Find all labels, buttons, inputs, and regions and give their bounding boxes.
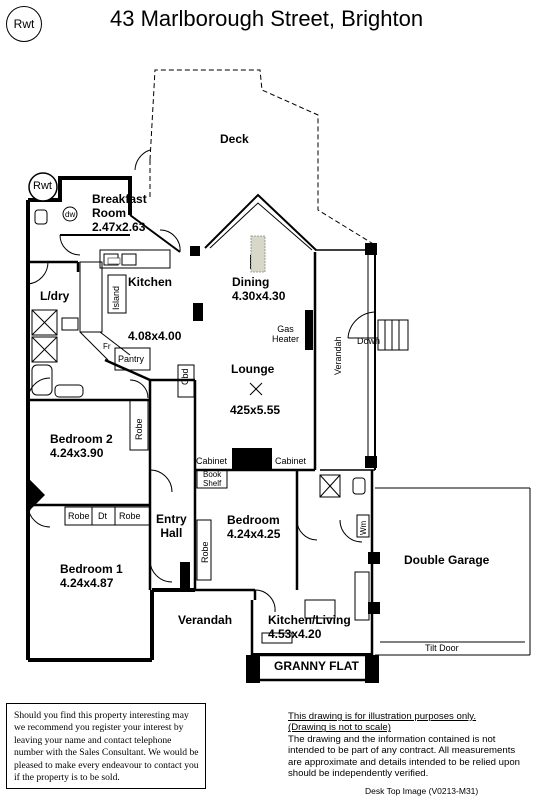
bedroom2-label: Bedroom 2 [50, 432, 113, 446]
breakfast-dims: 2.47x2.63 [92, 219, 146, 234]
bedroom1-dims: 4.24x4.87 [60, 576, 114, 590]
lounge-dims: 425x5.55 [230, 403, 281, 417]
kitchen-island [107, 274, 127, 314]
gas-heater-1: Gas [277, 324, 294, 334]
bed1-robe-strip [64, 506, 151, 526]
bath [31, 364, 53, 396]
entry-hall-1: Entry [156, 512, 187, 526]
bed1-robe-a-label: Robe [68, 511, 90, 521]
kitchen-living-label: Kitchen/Living [268, 613, 351, 627]
disclaimer: This drawing is for illustration purpose… [288, 711, 526, 779]
cabinet-right-label: Cabinet [275, 456, 307, 466]
kitchen-bench [79, 261, 103, 333]
kitchen-top-bench [99, 249, 171, 269]
disclaimer-body: The drawing and the information containe… [288, 733, 521, 780]
double-garage-label: Double Garage [404, 553, 490, 567]
rwt-badge: Rwt [6, 6, 42, 42]
dw-label: dw [65, 210, 76, 219]
breakfast-name-2: Room [92, 205, 126, 220]
gas-heater-label: Gas Heater [272, 324, 299, 345]
breakfast-name-1: Breakfast [92, 192, 147, 206]
kitchen-dims: 4.08x4.00 [128, 329, 182, 343]
bedroom-main-dims: 4.24x4.25 [227, 527, 281, 541]
verandah-bottom-label: Verandah [178, 613, 233, 627]
page-title: 43 Marlborough Street, Brighton [110, 6, 424, 31]
dining-gable [204, 193, 317, 251]
breakfast-room-label: Breakfast Room 2.47x2.63 [92, 192, 147, 234]
bed1-robe-b-label: Robe [119, 511, 141, 521]
kitchen-living-dims: 4.53x4.20 [268, 627, 322, 641]
kitchen-label: Kitchen [128, 275, 173, 289]
laundry-trough [31, 309, 58, 336]
bed2-robe [129, 399, 149, 451]
book-shelf-1: Book [203, 470, 222, 479]
lounge-label: Lounge [231, 362, 275, 376]
steps [347, 311, 409, 351]
laundry-label: L/dry [40, 289, 70, 303]
cabinet-left-label: Cabinet [196, 456, 228, 466]
bedroom1-label: Bedroom 1 [60, 562, 123, 576]
cbd-label: Cbd [180, 368, 190, 385]
dining-gable-inner [209, 202, 313, 251]
deck-outline [149, 69, 376, 246]
verandah-right-label: Verandah [333, 336, 343, 375]
book-shelf-2: Shelf [203, 479, 222, 489]
disclaimer-line2: (Drawing is not to scale) [288, 722, 391, 734]
disclaimer-line1: This drawing is for illustration purpose… [288, 711, 477, 722]
rwt-tank-label: Rwt [33, 180, 52, 192]
bed2-robe-label: Robe [134, 418, 144, 440]
island-label: Island [111, 285, 121, 310]
rwt-tank-icon [28, 172, 58, 202]
bed1-dt-label: Dt [98, 511, 107, 521]
fr-label: Fr [103, 342, 111, 351]
cbd-box [177, 364, 195, 398]
pantry-label: Pantry [118, 354, 145, 364]
granny-flat-label: GRANNY FLAT [274, 659, 359, 673]
entry-hall-2: Hall [160, 525, 183, 540]
outer-walls [26, 176, 195, 662]
deck-label: Deck [220, 132, 249, 146]
bedroom2-dims: 4.24x3.90 [50, 446, 104, 460]
tilt-door-label: Tilt Door [425, 643, 459, 653]
wm-label: Wm [359, 520, 368, 535]
book-shelf-label: Book Shelf [203, 470, 221, 488]
footer-credit: Desk Top Image (V0213-M31) [365, 786, 479, 796]
bedroom-main-label: Bedroom [227, 513, 280, 527]
contact-note-box: Should you find this property interestin… [6, 703, 206, 789]
bed-main-robe-label: Robe [200, 541, 210, 563]
solid-posts [28, 243, 380, 683]
dining-label: Dining [232, 275, 270, 289]
dining-dims: 4.30x4.30 [232, 289, 286, 303]
entry-hall-label: Entry Hall [156, 512, 187, 541]
gas-heater-2: Heater [272, 334, 300, 345]
contact-note-text: Should you find this property interestin… [14, 710, 199, 784]
interior-walls [28, 252, 317, 600]
bed-main-robe [196, 519, 212, 581]
down-label: Down [357, 336, 381, 346]
dining-skylight [250, 235, 266, 273]
pantry-box [114, 347, 151, 371]
